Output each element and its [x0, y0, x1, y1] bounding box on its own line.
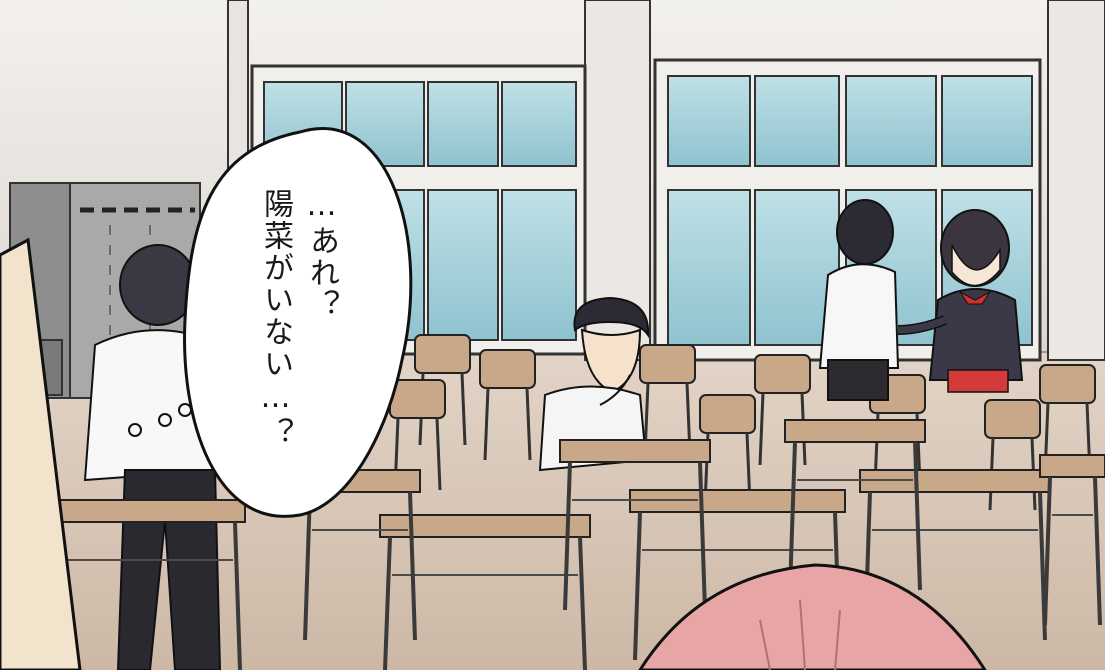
dialogue-line-2: 陽菜がいない…？ [258, 188, 293, 449]
speech-bubble [183, 127, 413, 518]
speech-bubble-text: …あれ？ 陽菜がいない…？ [252, 188, 344, 488]
wall-pillar-right [1047, 0, 1105, 361]
desk-row-front [44, 419, 1105, 670]
chair [414, 334, 471, 446]
dialogue-line-1: …あれ？ [304, 188, 339, 321]
desk [379, 514, 591, 670]
foreground-shoulder [0, 237, 82, 670]
desk [559, 439, 711, 611]
desk [784, 419, 926, 591]
desk [1039, 454, 1105, 626]
chair-row-back [389, 334, 1096, 511]
girl-student [897, 209, 1024, 393]
chair [754, 354, 811, 466]
chair [639, 344, 696, 456]
chair [984, 399, 1041, 511]
chair [479, 349, 536, 461]
boy-by-window [818, 199, 900, 401]
pink-hair-foreground [638, 563, 987, 670]
